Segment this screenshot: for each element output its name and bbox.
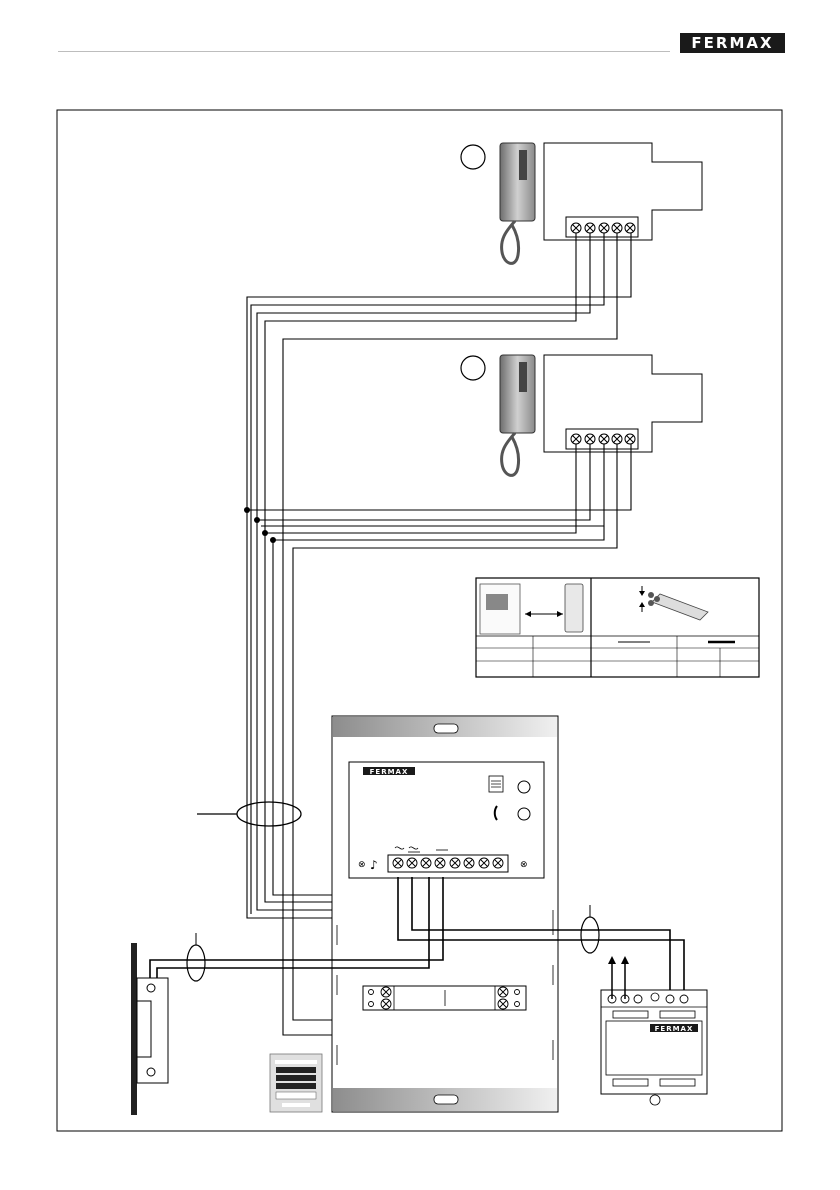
phone-sketch-icon	[565, 584, 583, 632]
lock-faceplate-edge	[131, 943, 137, 1115]
telephone-2-keypad	[519, 362, 527, 392]
lock-cable-marker	[187, 945, 205, 981]
psu-brand-label: FERMAX	[655, 1025, 694, 1033]
telephone-2-cord-icon	[502, 433, 519, 475]
screw-icon-right: ⊗	[520, 860, 528, 870]
legend-table	[476, 578, 759, 677]
telephone-2-handset-icon	[500, 355, 535, 433]
psu-cable-marker	[581, 917, 599, 953]
telephone-1-cord-icon	[502, 221, 519, 263]
handset-volume-knob-icon	[518, 808, 530, 820]
telephone-2-number-circle	[461, 356, 485, 380]
telephone-1-number-circle	[461, 145, 485, 169]
telephone-2	[461, 355, 702, 475]
screw-icon: ⊗	[358, 860, 366, 870]
amplifier-terminal-strip	[388, 855, 508, 872]
telephone-1-keypad	[519, 150, 527, 180]
amplifier-unit: FERMAX ⊗ ♪ ⊗	[332, 716, 558, 1112]
door-volume-knob-icon	[518, 781, 530, 793]
telephone-1-handset-icon	[500, 143, 535, 221]
amplifier-brand-label: FERMAX	[370, 768, 409, 776]
telephone-1	[461, 143, 702, 263]
lock-latch	[137, 1001, 151, 1057]
door-panel-thumbnail-icon	[270, 1054, 322, 1112]
music-note-icon: ♪	[370, 858, 378, 872]
bus-junction-dots	[244, 507, 276, 543]
